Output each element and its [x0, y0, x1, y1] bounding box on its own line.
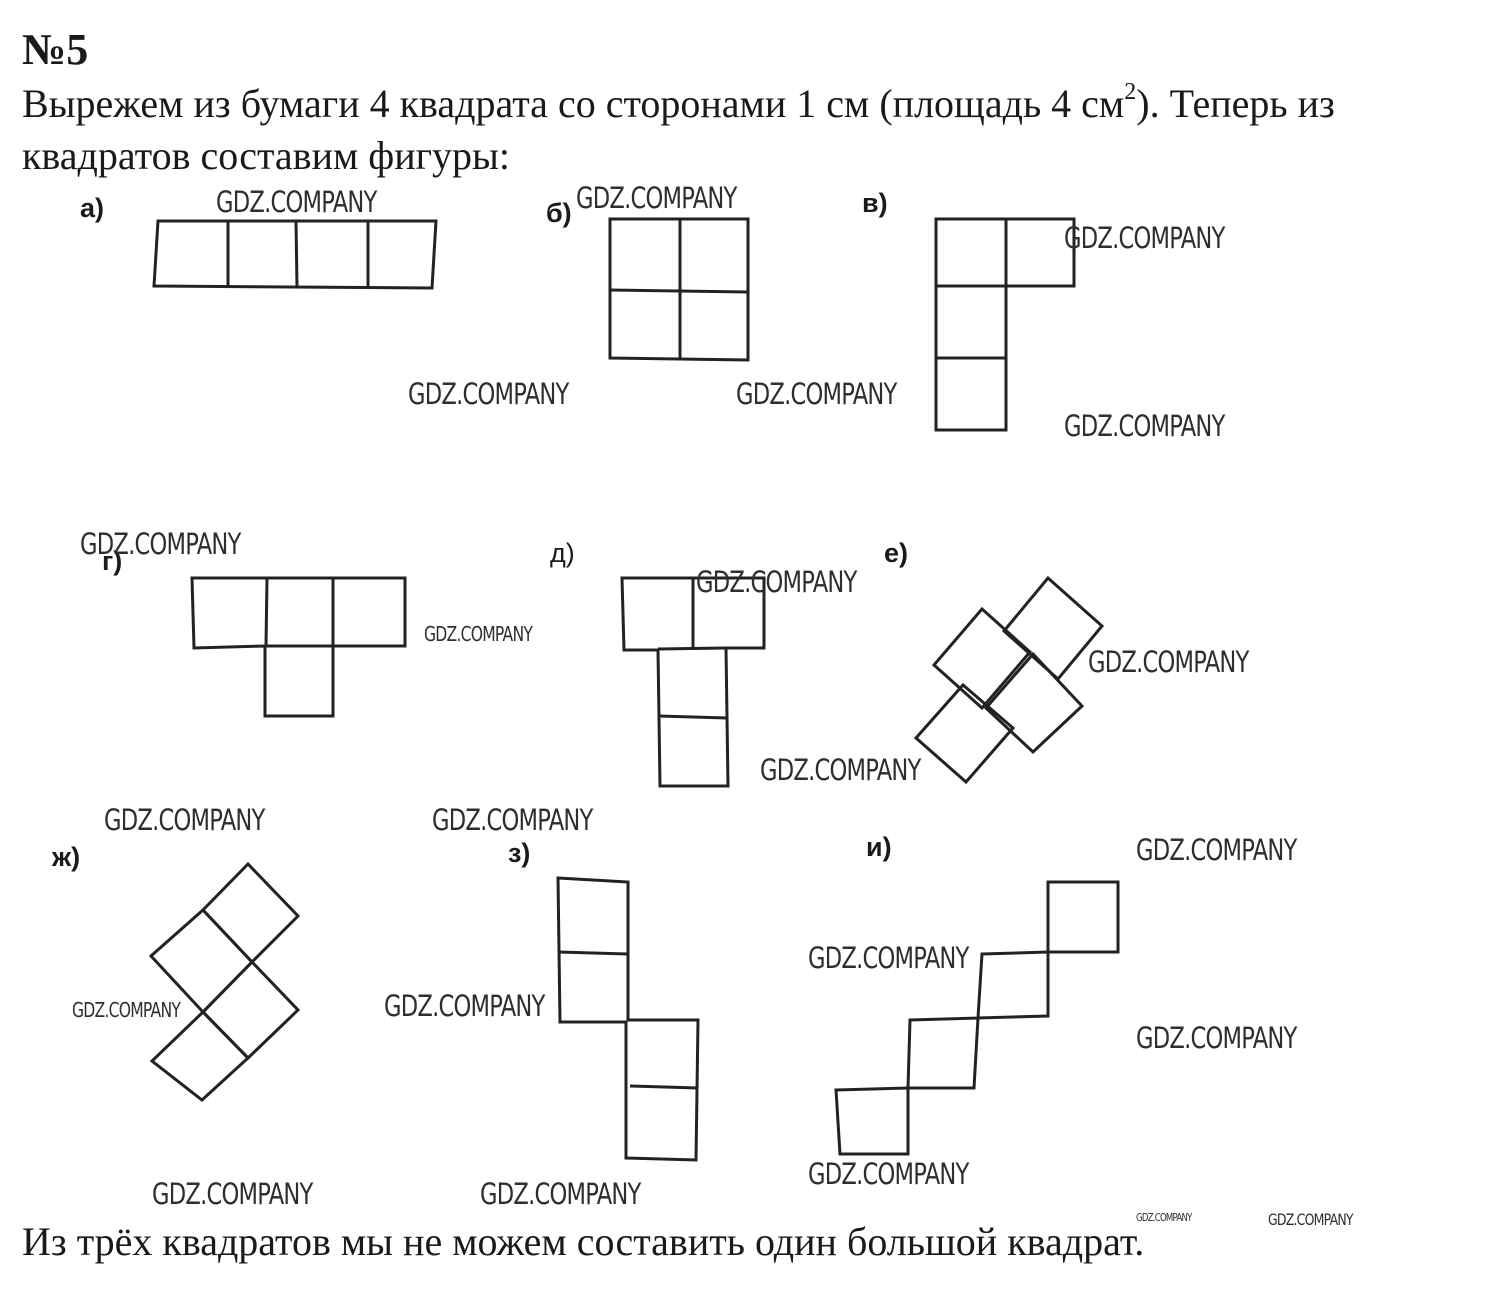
figure-e-square-2 — [931, 606, 1033, 711]
figure-label-zh: ж) — [52, 842, 81, 872]
watermark: GDZ.COMPANY — [1064, 409, 1225, 443]
watermark: GDZ.COMPANY — [576, 181, 737, 215]
watermark: GDZ.COMPANY — [1136, 1021, 1297, 1055]
figure-zh-square-2 — [148, 907, 255, 1015]
watermark: GDZ.COMPANY — [1088, 645, 1249, 679]
figure-zh-square-3 — [200, 959, 301, 1061]
figure-g-divider — [264, 577, 269, 647]
figure-g-outline — [190, 576, 407, 718]
intro-text-end: ). Теперь из — [1136, 81, 1335, 126]
watermark: GDZ.COMPANY — [480, 1177, 641, 1211]
watermark: GDZ.COMPANY — [696, 565, 857, 599]
figure-i-square-2 — [976, 950, 1050, 1020]
problem-number: №5 — [22, 25, 89, 74]
figure-e-square-4 — [913, 682, 1016, 785]
figure-d-outline — [620, 576, 766, 788]
figure-i-staircase — [834, 880, 1120, 1156]
figure-b-divider — [609, 288, 749, 294]
figure-z-divider — [557, 950, 629, 956]
watermark: GDZ.COMPANY — [1136, 1211, 1192, 1224]
figure-d-j-shape — [620, 576, 766, 788]
figure-a-row-of-four — [152, 219, 438, 290]
figure-z-divider — [629, 1084, 699, 1090]
figure-g-t-shape — [190, 576, 407, 718]
figure-zh-square-1 — [200, 861, 301, 965]
watermark: GDZ.COMPANY — [808, 941, 969, 975]
figure-i-square-4 — [834, 1086, 910, 1156]
intro-text: Вырежем из бумаги 4 квадрата со сторонам… — [22, 81, 1125, 126]
watermark: GDZ.COMPANY — [1136, 833, 1297, 867]
figure-label-d: д) — [550, 538, 575, 568]
watermark: GDZ.COMPANY — [408, 377, 569, 411]
watermark: GDZ.COMPANY — [104, 803, 265, 837]
figure-i-square-3 — [906, 1016, 980, 1090]
figure-label-e: е) — [884, 538, 909, 568]
watermark: GDZ.COMPANY — [152, 1177, 313, 1211]
figure-label-i: и) — [866, 832, 892, 862]
figure-i-square-1 — [1046, 880, 1120, 954]
watermark: GDZ.COMPANY — [72, 998, 181, 1022]
figure-d-divider — [657, 646, 727, 651]
watermark: GDZ.COMPANY — [432, 803, 593, 837]
conclusion-text: Из трёх квадратов мы не можем составить … — [22, 1219, 1145, 1264]
watermark: GDZ.COMPANY — [1268, 1210, 1354, 1229]
watermark: GDZ.COMPANY — [1064, 221, 1225, 255]
figure-label-v: в) — [862, 188, 888, 218]
intro-text-line-2: квадратов составим фигуры: — [22, 133, 511, 178]
figure-zh-square-4 — [149, 1009, 251, 1102]
figure-label-a: а) — [80, 193, 105, 223]
watermark: GDZ.COMPANY — [760, 753, 921, 787]
figure-d-divider — [658, 714, 728, 720]
superscript-2: 2 — [1124, 79, 1137, 105]
figure-z-outline — [556, 876, 700, 1162]
figure-e-square-3 — [983, 651, 1085, 755]
watermark: GDZ.COMPANY — [216, 185, 377, 219]
watermark: GDZ.COMPANY — [808, 1157, 969, 1191]
figure-a-divider — [294, 220, 299, 288]
figure-b-two-by-two — [608, 217, 750, 362]
figure-label-z: з) — [508, 838, 531, 868]
watermark: GDZ.COMPANY — [80, 527, 241, 561]
watermark: GDZ.COMPANY — [736, 377, 897, 411]
figure-zh-rotated-zigzag — [148, 861, 301, 1102]
figure-e-rotated-shape — [913, 575, 1105, 785]
figure-a-outline — [152, 219, 438, 290]
watermark: GDZ.COMPANY — [424, 622, 533, 646]
intro-text-line-1: Вырежем из бумаги 4 квадрата со сторонам… — [22, 80, 1335, 126]
figure-z-s-shape — [556, 876, 700, 1162]
figure-label-b: б) — [546, 198, 572, 228]
figure-v-l-shape — [934, 217, 1076, 432]
figure-label-g: г) — [102, 546, 123, 576]
figure-b-outline — [608, 217, 750, 362]
watermark: GDZ.COMPANY — [384, 989, 545, 1023]
